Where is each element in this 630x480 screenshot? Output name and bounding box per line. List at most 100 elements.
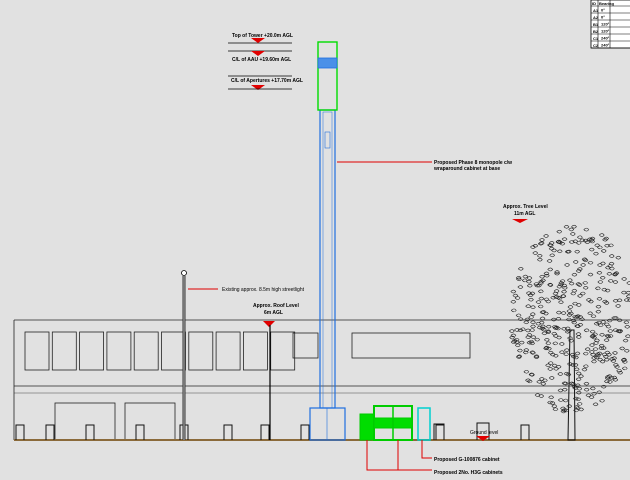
leaf [560, 409, 567, 414]
leaf [599, 398, 605, 403]
leaf [557, 372, 564, 376]
leaf [575, 332, 582, 336]
leaf [525, 328, 531, 333]
leaf [511, 308, 517, 313]
leaf [603, 236, 610, 241]
leaf [523, 320, 530, 325]
h3g-cabinets [359, 405, 413, 441]
leaf [526, 276, 533, 280]
leaf [607, 279, 614, 283]
leaf [533, 354, 540, 359]
leaf [590, 314, 597, 319]
leaf [611, 356, 617, 360]
leaf [528, 315, 535, 319]
leaf [574, 351, 581, 356]
leaf [593, 321, 600, 326]
leaf [576, 303, 582, 307]
leaf [549, 401, 556, 405]
leaf [515, 313, 522, 318]
leaf [587, 260, 594, 265]
streetlight [181, 270, 187, 440]
leaf [605, 265, 611, 270]
leaf [566, 317, 572, 322]
table-cell-bearing: 120° [601, 29, 610, 34]
leaf [525, 335, 531, 339]
leaf [566, 309, 573, 313]
leaf [541, 327, 547, 332]
leaf [543, 345, 550, 350]
leaf [581, 257, 588, 262]
leaf [605, 375, 611, 379]
leaf [612, 328, 619, 332]
tree-level-label-1: Approx. Tree Level [503, 204, 548, 210]
leaf [577, 235, 583, 240]
leaf [526, 340, 533, 345]
leaf [551, 331, 557, 336]
leaf [550, 295, 556, 300]
leaf [561, 327, 567, 331]
leaf [514, 343, 521, 348]
leaf [512, 293, 519, 298]
window [242, 331, 268, 371]
leaf [509, 329, 515, 333]
leaf [621, 357, 627, 362]
leaf [529, 372, 535, 377]
leaf [582, 281, 589, 285]
leaf [588, 395, 595, 400]
leaf [575, 324, 581, 329]
leaf [563, 352, 569, 357]
leaf [597, 323, 604, 328]
leaf [558, 300, 564, 304]
streetlight-label: Existing approx. 8.5m high streetlight [222, 287, 305, 293]
leaf [575, 406, 581, 410]
leaf [547, 400, 553, 405]
leaf [604, 376, 611, 381]
leaf [552, 291, 559, 296]
leaf [551, 248, 557, 253]
leaf [604, 333, 611, 338]
leaf [549, 352, 556, 357]
table-cell-bearing: 120° [601, 22, 610, 27]
leaf [517, 348, 523, 353]
leaf [596, 320, 602, 325]
bollard [520, 424, 530, 440]
leaf [522, 274, 529, 279]
leaf [556, 335, 562, 340]
leaf [594, 243, 600, 248]
ground-level-label: Ground level [470, 430, 498, 436]
leaf [575, 335, 582, 339]
leaf [526, 279, 532, 284]
leaf [583, 387, 590, 392]
leaf [551, 363, 558, 368]
leaf [559, 241, 566, 246]
leaf [538, 394, 545, 398]
leaf [521, 278, 528, 283]
leaf [608, 376, 615, 380]
leaf [597, 357, 603, 362]
leaf [575, 371, 582, 376]
leaf [576, 402, 583, 406]
leaf [579, 317, 585, 322]
leaf [571, 288, 578, 293]
bollard [45, 424, 55, 440]
leaf [603, 354, 609, 359]
leaf [510, 289, 517, 294]
leaf [595, 309, 602, 314]
table-cell-id: A2 [593, 15, 599, 20]
leaf [577, 294, 583, 298]
leaf [603, 301, 610, 305]
window [106, 331, 132, 371]
leaf [516, 354, 523, 359]
leaf [621, 290, 627, 295]
leaf [607, 329, 614, 333]
leaf [562, 398, 569, 403]
leaf [604, 379, 610, 384]
leaf [617, 329, 624, 333]
leaf [592, 332, 598, 337]
leaf [540, 278, 546, 283]
leaf [518, 340, 525, 345]
leaf [583, 364, 589, 369]
antenna-shroud [317, 41, 338, 111]
leaf [588, 247, 595, 252]
leaf [517, 328, 524, 333]
